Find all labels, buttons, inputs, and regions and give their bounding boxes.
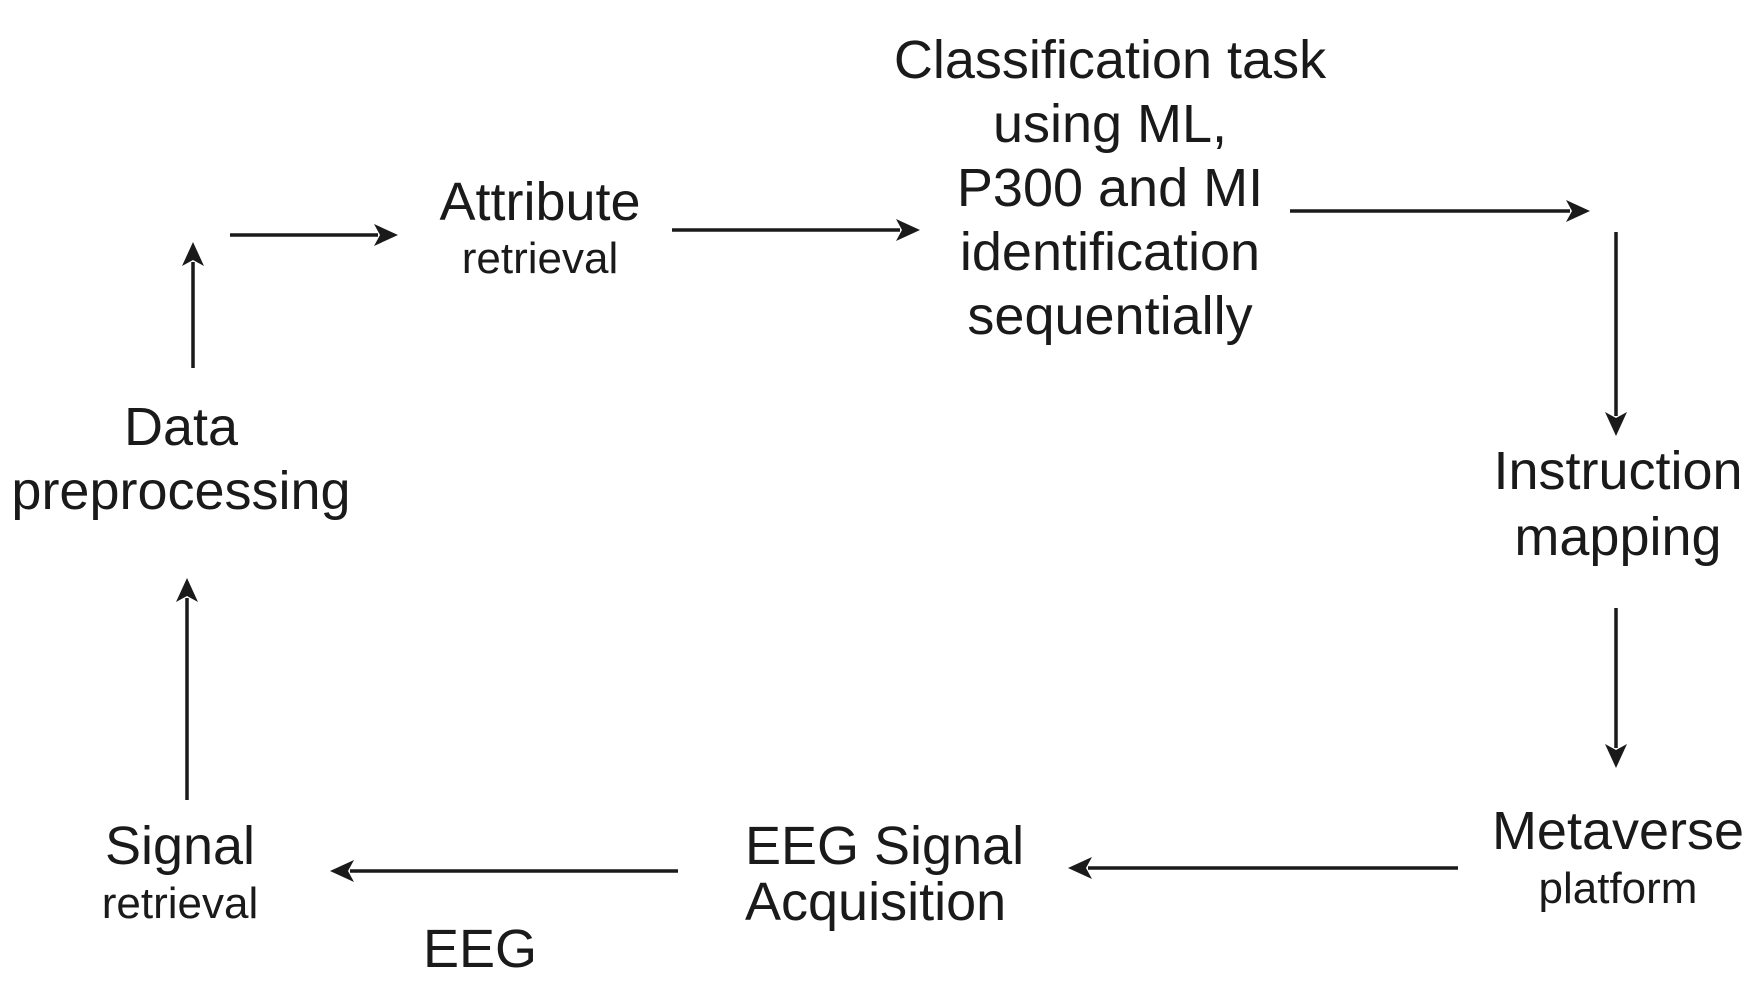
classification-node: Classification task using ML, P300 and M…: [880, 28, 1340, 348]
arrow-preprocessing-up: [182, 242, 204, 368]
arrow-to-signal-retrieval: [330, 860, 678, 882]
eeg-edge-label: EEG: [422, 919, 538, 979]
classification-line-1: Classification task: [893, 30, 1327, 90]
data-preprocessing-line-1: Data: [123, 397, 239, 457]
metaverse-platform-node: Metaverse platform: [1488, 800, 1748, 916]
eeg-signal-acquisition-line-1: EEG Signal: [745, 816, 1025, 876]
arrow-to-metaverse: [1605, 608, 1627, 768]
classification-line-2: using ML,: [992, 94, 1228, 154]
data-preprocessing-node: Data preprocessing: [0, 395, 362, 523]
arrow-to-instruction-mapping: [1605, 232, 1627, 436]
data-preprocessing-line-2: preprocessing: [11, 461, 351, 521]
eeg-signal-acquisition-line-2: Acquisition: [745, 872, 1007, 932]
attribute-retrieval-line-1: Attribute: [439, 172, 641, 232]
instruction-mapping-node: Instruction mapping: [1488, 438, 1748, 570]
metaverse-platform-line-1: Metaverse: [1491, 801, 1745, 861]
arrow-to-classification: [672, 219, 920, 241]
classification-line-5: sequentially: [967, 286, 1253, 346]
signal-retrieval-line-1: Signal: [104, 816, 256, 876]
arrow-classification-right: [1290, 200, 1590, 222]
instruction-mapping-line-2: mapping: [1514, 507, 1722, 567]
classification-line-4: identification: [959, 222, 1261, 282]
signal-retrieval-line-2: retrieval: [101, 879, 259, 928]
attribute-retrieval-line-2: retrieval: [461, 234, 619, 283]
classification-line-3: P300 and MI: [956, 158, 1264, 218]
arrow-to-data-preprocessing: [176, 578, 198, 800]
arrow-to-attribute-retrieval: [230, 224, 398, 246]
signal-retrieval-node: Signal retrieval: [60, 816, 300, 932]
eeg-signal-acquisition-node: EEG Signal Acquisition: [745, 818, 1025, 930]
attribute-retrieval-node: Attribute retrieval: [420, 172, 660, 286]
arrow-to-eeg-acquisition: [1068, 857, 1458, 879]
metaverse-platform-line-2: platform: [1538, 864, 1698, 913]
instruction-mapping-line-1: Instruction: [1493, 441, 1743, 501]
